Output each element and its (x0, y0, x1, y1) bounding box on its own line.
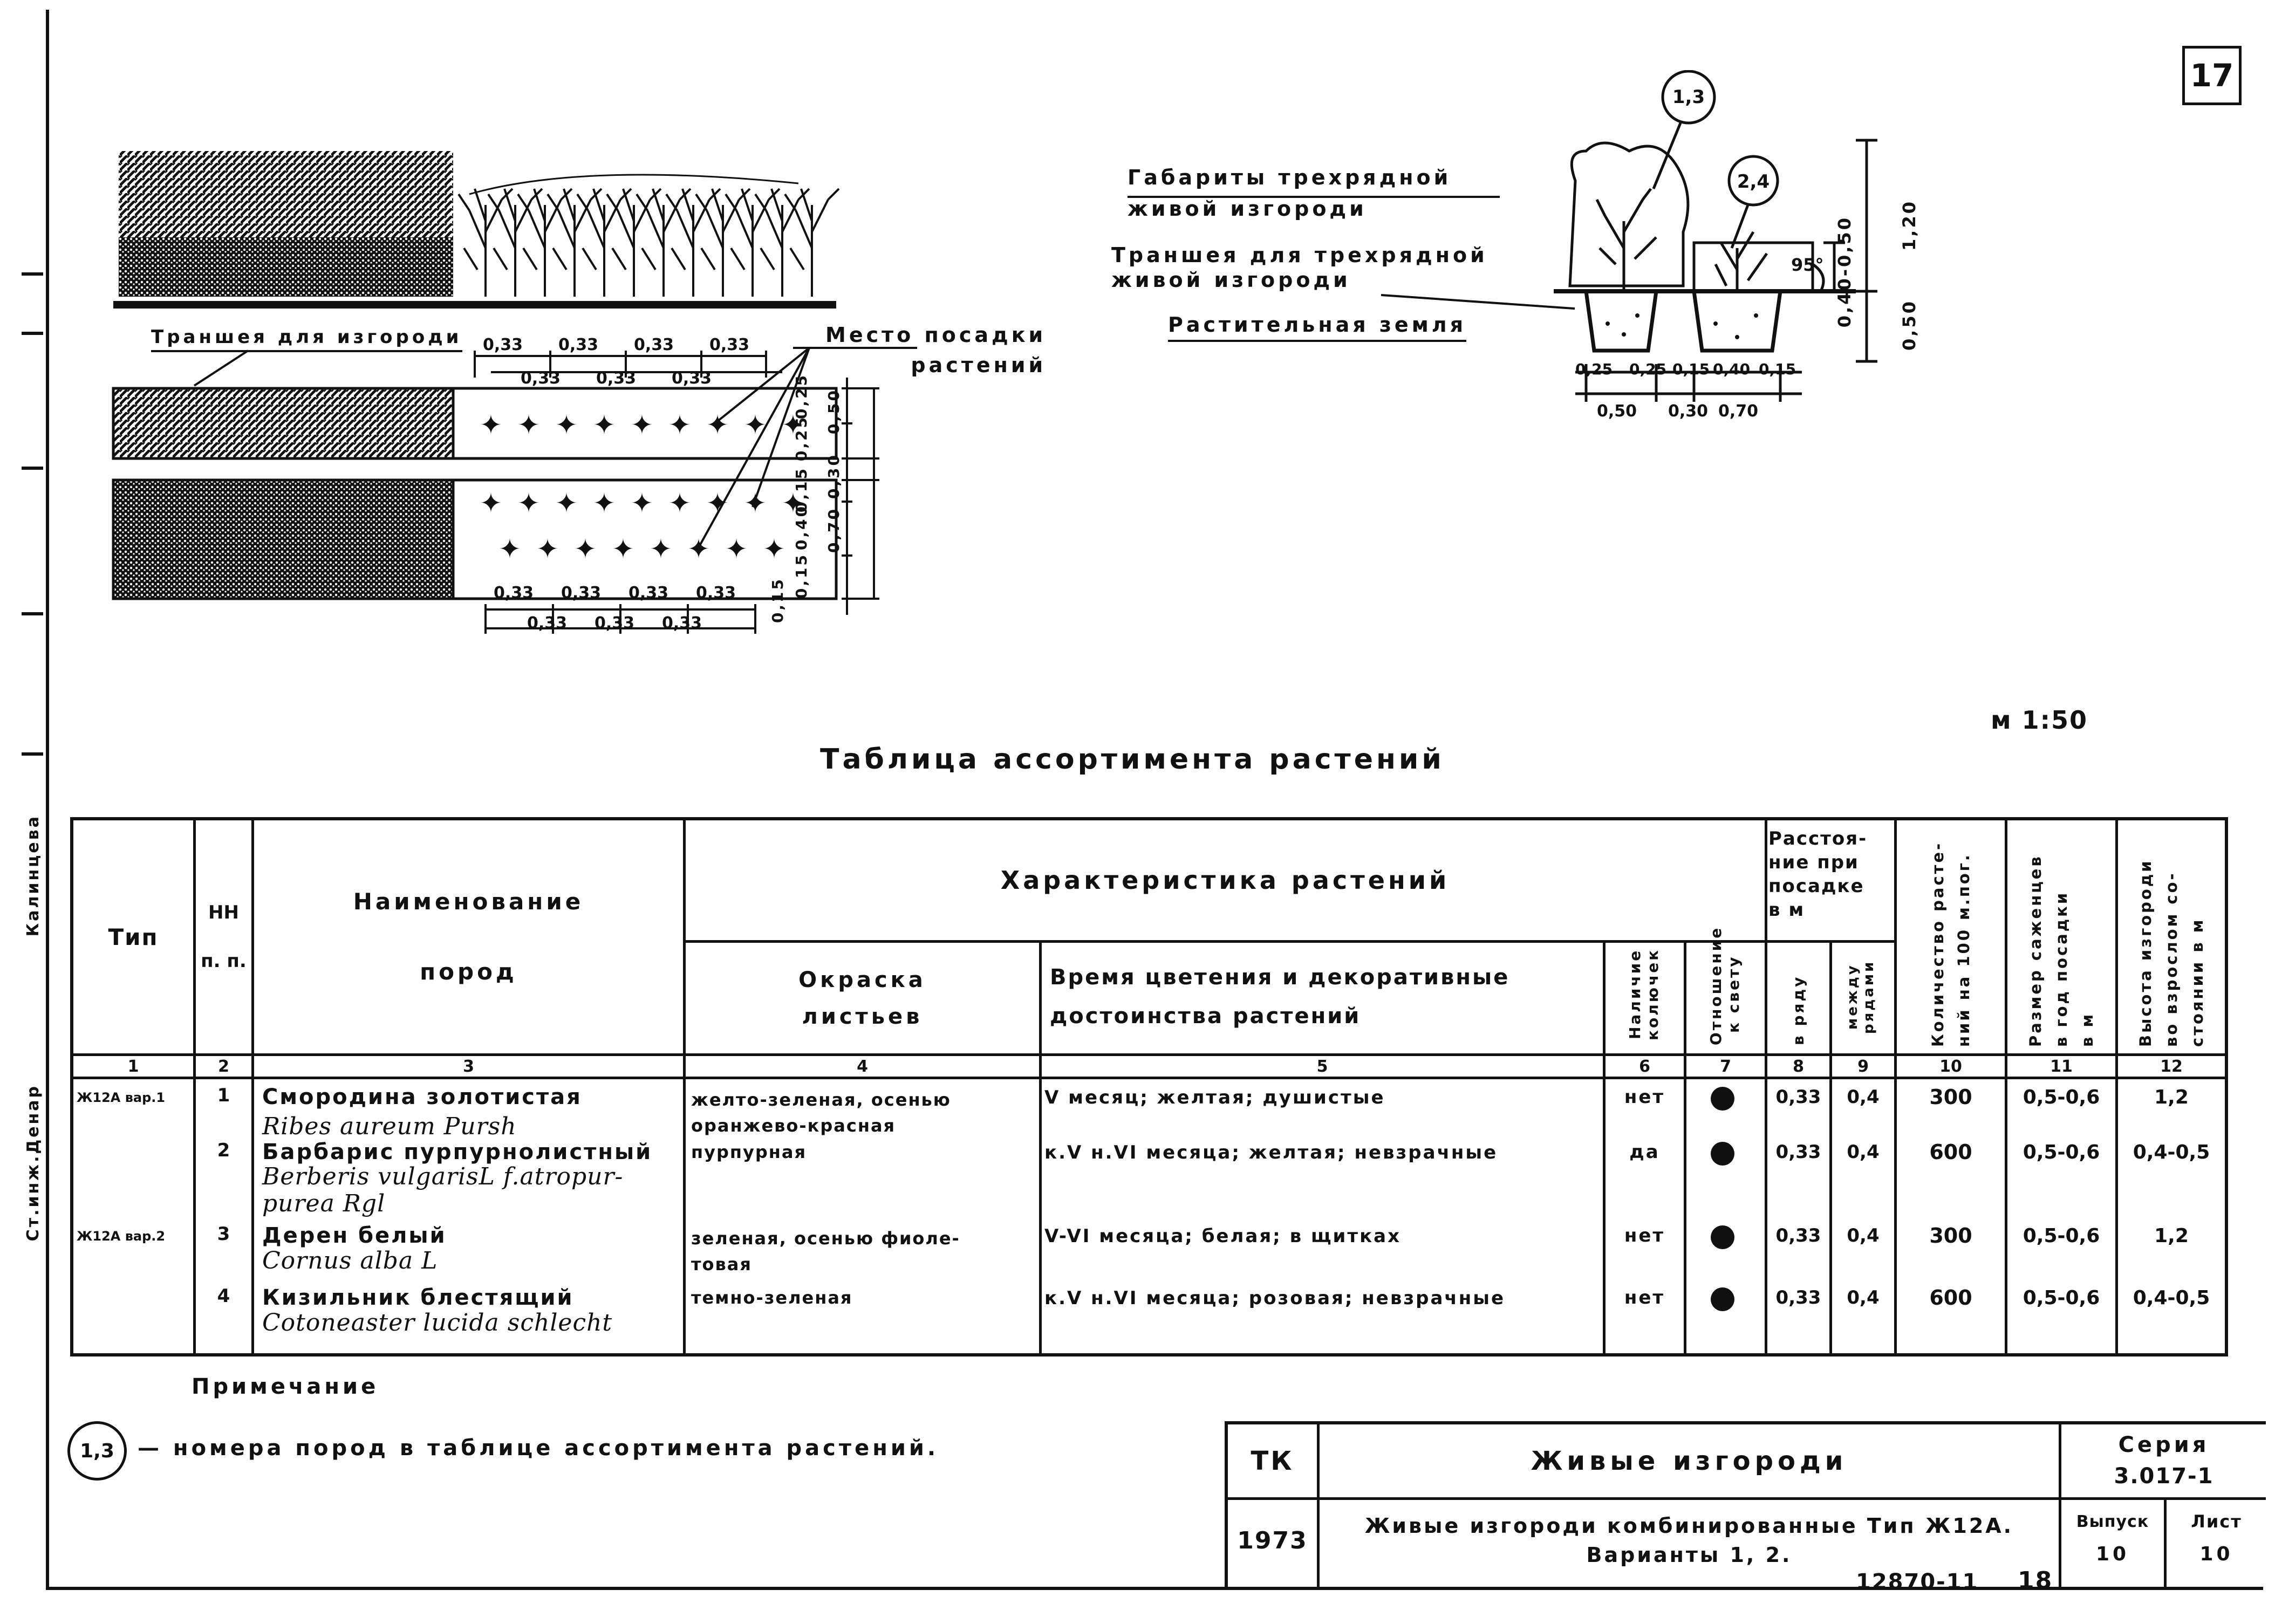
section-height-mid: 0,40-0,50 (1834, 216, 1855, 328)
header-name: Наименование пород (353, 888, 584, 985)
table-row: Ж12А вар.2 3 Дерен белый Cornus alba L з… (77, 1223, 2189, 1274)
table-row: 4 Кизильник блестящий Cotoneaster lucida… (217, 1285, 2210, 1337)
table-row: Ж12А вар.1 1 Смородина золотистая Ribes … (77, 1085, 2189, 1140)
section-height-bottom: 0,50 (1899, 299, 1919, 351)
svg-text:✦: ✦ (668, 488, 691, 519)
svg-text:✦: ✦ (782, 488, 804, 519)
header-distance: Расстоя- ние при посадке в м (1768, 828, 1868, 921)
trench-label: Траншея для изгороди (151, 326, 462, 352)
svg-text:✦: ✦ (593, 409, 616, 441)
margin-label-2: Ст.инж.Денар (24, 1084, 43, 1242)
svg-text:✦: ✦ (687, 533, 710, 565)
section-callout-b: 2,4 (1737, 171, 1770, 193)
scale-label: м 1:50 (1991, 705, 2088, 735)
header-bloom: Время цветения и декоративные достоинств… (1050, 965, 1510, 1029)
note-callout: 1,3 (67, 1421, 127, 1481)
header-in-row: в ряду (1789, 975, 1807, 1045)
svg-text:✦: ✦ (536, 533, 559, 565)
sheet-frame (46, 10, 2263, 1590)
svg-text:✦: ✦ (612, 533, 634, 565)
svg-text:✦: ✦ (744, 409, 767, 441)
svg-text:✦: ✦ (480, 409, 502, 441)
svg-text:✦: ✦ (517, 488, 540, 519)
stamp-subtitle: Живые изгороди комбинированные Тип Ж12А.… (1364, 1514, 2014, 1567)
column-numbers-row: 1 2 3 4 5 6 7 8 9 10 11 12 (127, 1057, 2183, 1076)
svg-text:✦: ✦ (498, 533, 521, 565)
title-block: ТК 1973 Живые изгороди Живые изгороди ко… (1225, 1421, 2266, 1590)
young-shrubs-elevation (457, 174, 840, 298)
header-characteristics: Характеристика растений (1000, 866, 1450, 895)
plan-row-2-plants: ✦✦✦✦ ✦✦✦✦ ✦ ✦✦✦✦ ✦✦✦✦ (480, 488, 804, 565)
section-trench-label: Траншея для трехрядной живой изгороди (1111, 243, 1488, 292)
stamp-sheet: 10 (2199, 1543, 2233, 1565)
svg-text:✦: ✦ (480, 488, 502, 519)
light-indicator (1711, 1087, 1734, 1111)
footer-code: 12870-11 (1856, 1570, 1979, 1594)
header-count: Количество расте- ний на 100 м.пог. (1929, 841, 1973, 1047)
svg-text:✦: ✦ (725, 533, 748, 565)
table-row: 2 Барбарис пурпурнолистный Berberis vulg… (217, 1140, 2210, 1217)
section-height-top: 1,20 (1899, 200, 1919, 251)
planting-place-label: Место посадки растений (825, 323, 1047, 377)
stamp-title: Живые изгороди (1531, 1445, 1848, 1476)
stamp-sheet-label: Лист (2191, 1511, 2242, 1532)
stamp-issue: 10 (2095, 1543, 2130, 1565)
svg-text:✦: ✦ (555, 409, 578, 441)
sheet-number: 17 (2182, 46, 2242, 105)
light-indicator (1711, 1225, 1734, 1249)
section-dims-label-underline (1128, 196, 1500, 198)
section-callout-a: 1,3 (1672, 86, 1705, 108)
stamp-tk: ТК (1251, 1445, 1294, 1476)
margin-label-1: Калинцева (24, 814, 43, 937)
svg-text:✦: ✦ (650, 533, 672, 565)
assortment-table: Тип НН п. п. Наименование пород Характер… (70, 817, 2228, 1356)
section-angle: 95° (1791, 255, 1824, 275)
section-dims-label: Габариты трехрядной живой изгороди (1128, 166, 1452, 221)
header-light: Отношение к свету (1706, 926, 1743, 1045)
svg-text:✦: ✦ (744, 488, 767, 519)
svg-text:✦: ✦ (593, 488, 616, 519)
header-sapling-size: Размер саженцев в год посадки в м (2026, 854, 2096, 1047)
svg-text:✦: ✦ (517, 409, 540, 441)
binding-ticks (22, 0, 49, 1624)
note-title: Примечание (192, 1374, 379, 1399)
plan-row-1-plants: ✦✦✦✦ ✦✦✦✦ ✦ (480, 409, 804, 441)
hedge-plan-drawing: ✦✦✦✦ ✦✦✦✦ ✦ ✦✦✦✦ ✦✦✦✦ ✦ ✦✦✦✦ ✦✦✦✦ (112, 151, 917, 634)
light-indicator (1711, 1287, 1734, 1311)
table-title: Таблица ассортимента растений (820, 743, 1445, 776)
stamp-series: 3.017-1 (2114, 1464, 2214, 1489)
stamp-issue-label: Выпуск (2076, 1512, 2149, 1531)
svg-text:✦: ✦ (555, 488, 578, 519)
svg-text:✦: ✦ (763, 533, 785, 565)
header-thorns: Наличие колючек (1625, 948, 1662, 1040)
stamp-series-label: Серия (2118, 1433, 2210, 1457)
footer-page: 18 (2018, 1567, 2053, 1594)
stamp-year: 1973 (1237, 1526, 1308, 1554)
light-indicator (1711, 1142, 1734, 1166)
svg-text:✦: ✦ (668, 409, 691, 441)
plan-row-1-hedge (112, 387, 455, 460)
header-type: Тип (108, 923, 159, 950)
hedge-section-drawing (1554, 70, 1877, 402)
plan-dims-right: 0,25 0,25 0,50 0,30 0,15 0,40 0,15 0,70 … (769, 373, 843, 623)
header-num: НН п. п. (201, 902, 247, 972)
header-leaf-color: Окраска листьев (798, 967, 926, 1029)
svg-text:✦: ✦ (631, 409, 653, 441)
plan-row-2-hedge (112, 478, 455, 600)
header-between-rows: между рядами (1844, 960, 1877, 1034)
svg-text:✦: ✦ (574, 533, 597, 565)
header-height: Высота изгороди во взрослом со- стоянии … (2136, 859, 2206, 1047)
note-text: — номера пород в таблице ассортимента ра… (138, 1436, 939, 1461)
section-soil-label: Растительная земля (1168, 313, 1466, 342)
svg-text:✦: ✦ (631, 488, 653, 519)
